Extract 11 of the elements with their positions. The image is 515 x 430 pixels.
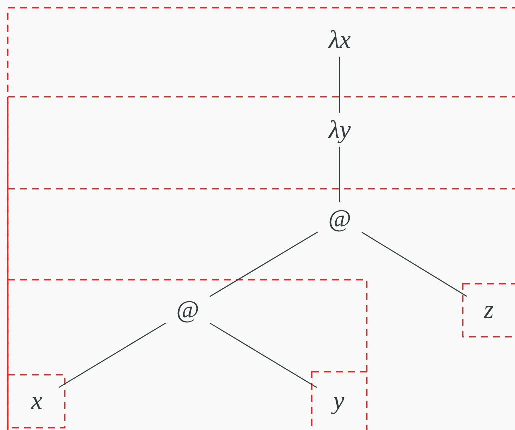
tree-edge (58, 322, 166, 388)
lambda-node-label: λx (329, 28, 351, 52)
application-node-label: @ (176, 298, 200, 322)
variable-node-label: x (31, 388, 43, 414)
variable-node-label: y (333, 388, 345, 414)
application-node-label: @ (328, 206, 352, 232)
tree-edge (362, 232, 468, 298)
tree-edge (210, 232, 318, 298)
lambda-node-label: λy (329, 118, 351, 142)
tree-edge (210, 322, 318, 388)
variable-node-label: z (484, 298, 494, 322)
